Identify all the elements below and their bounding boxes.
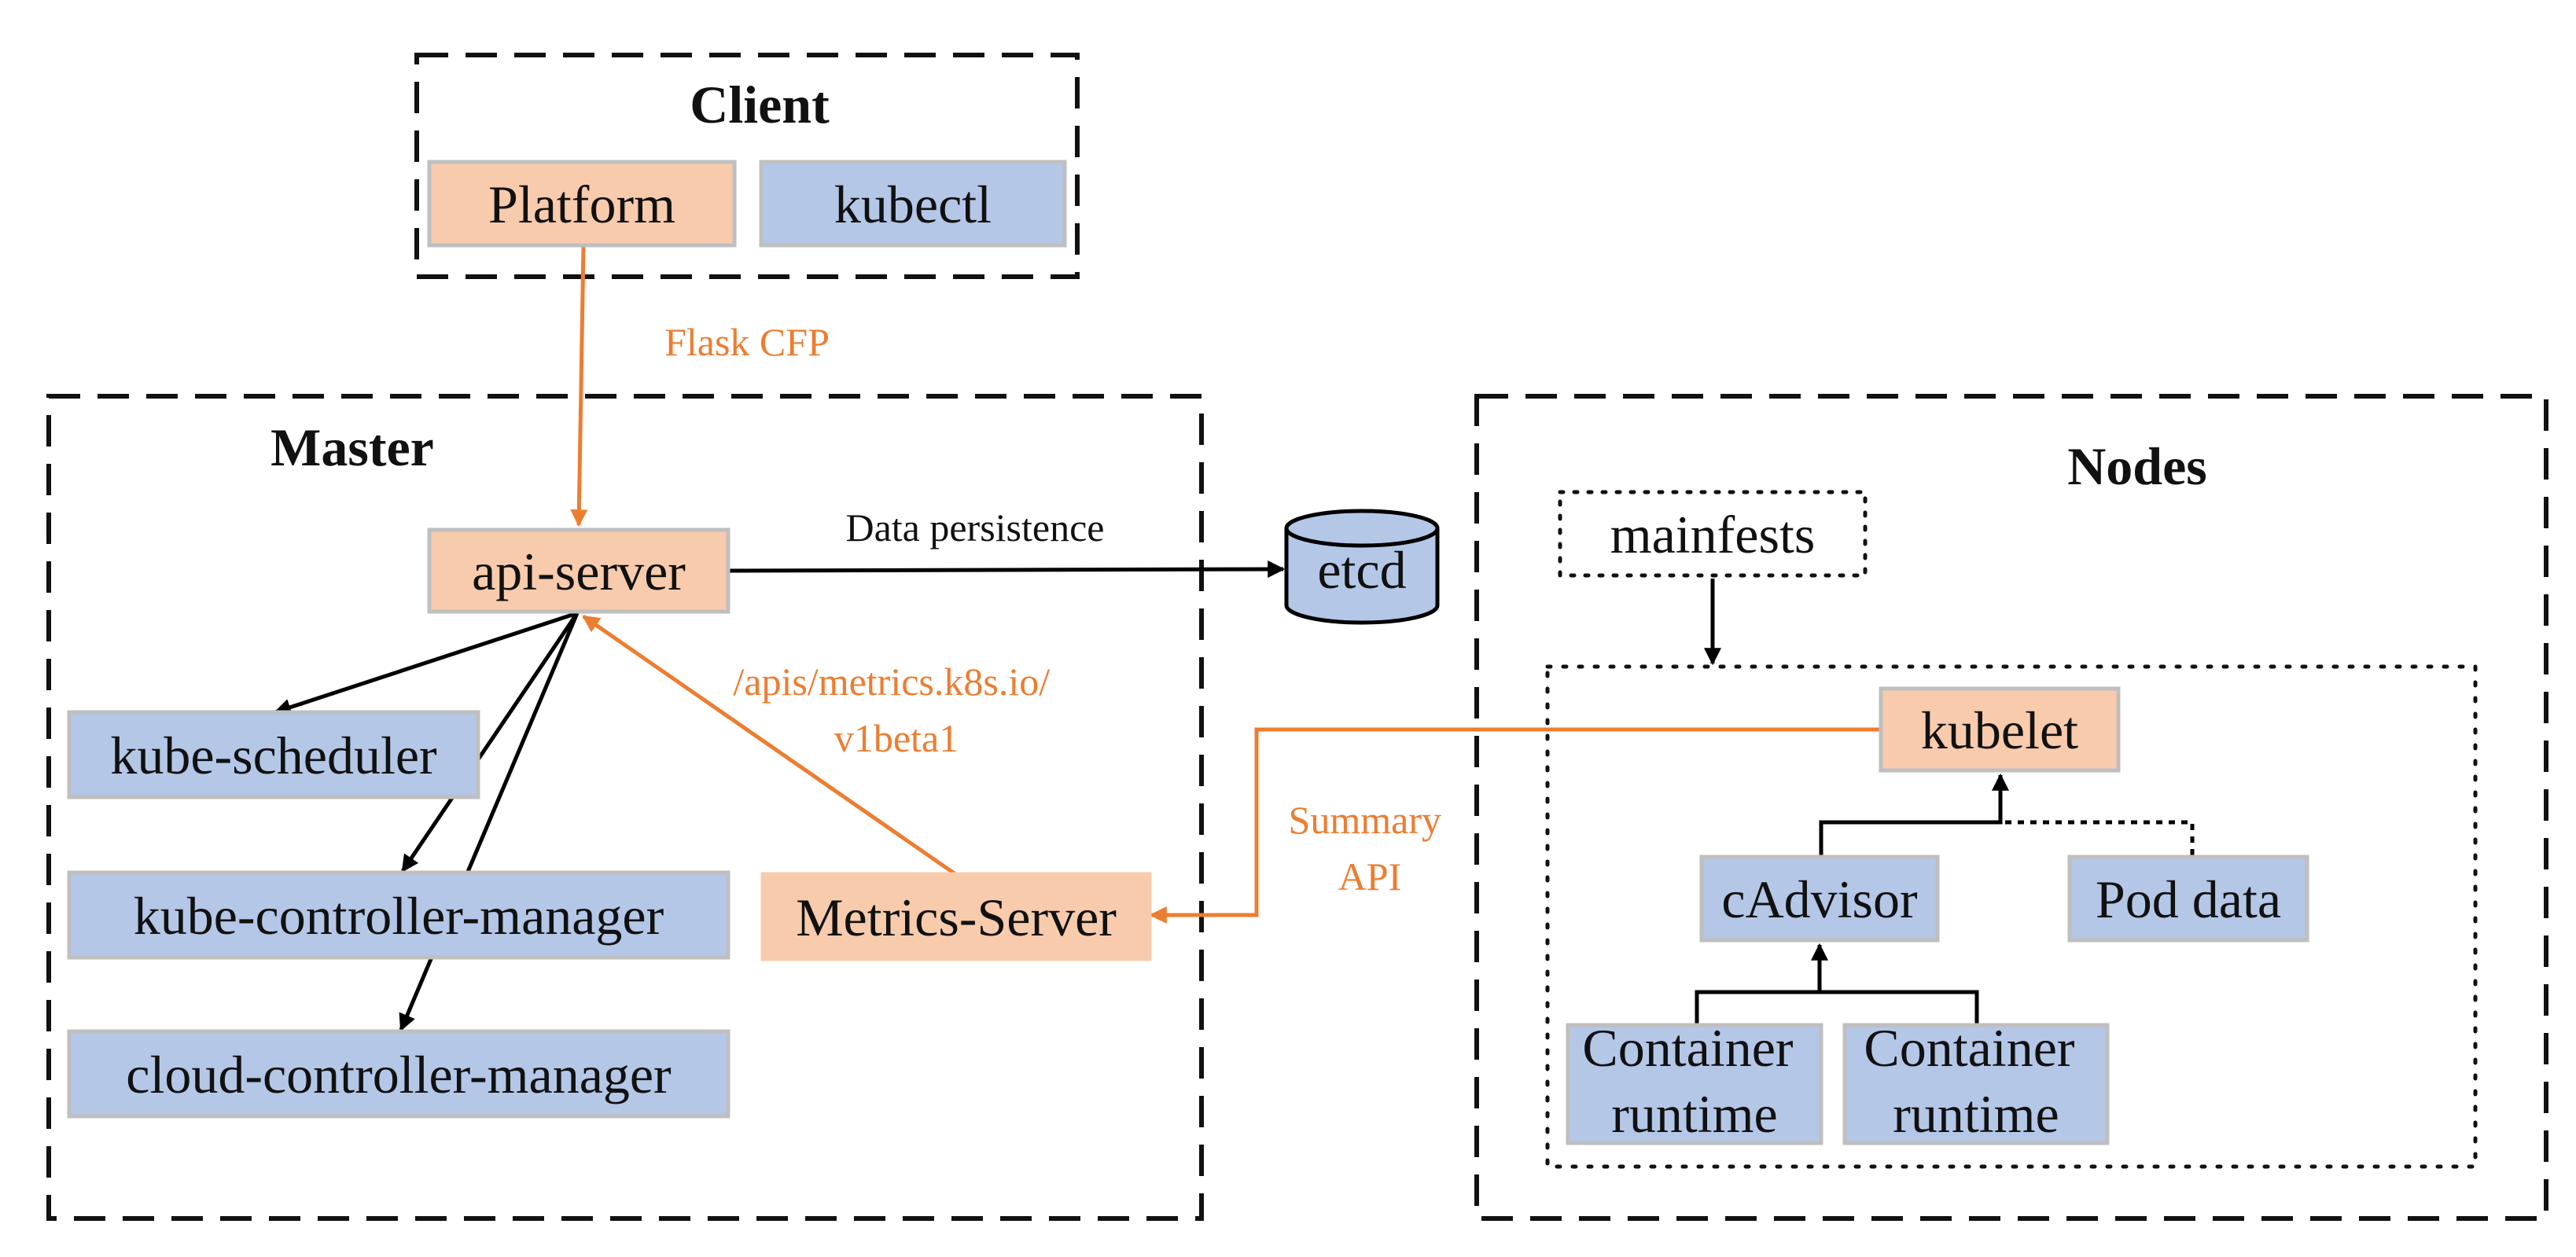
kube-scheduler-label: kube-scheduler <box>110 726 437 785</box>
summary-api-edge <box>1149 727 1881 924</box>
pod-data-box: Pod data <box>2067 855 2309 943</box>
kubectl-box: kubectl <box>759 160 1067 248</box>
summary-api-label-line1: Summary <box>1289 798 1441 842</box>
flask-cfp-edge <box>570 246 588 527</box>
container-runtime-1-label: Container runtime <box>1582 1018 1806 1144</box>
container-runtime-box-1: Container runtime <box>1566 1018 1823 1145</box>
metrics-server-label: Metrics-Server <box>796 888 1117 947</box>
flask-cfp-label: Flask CFP <box>664 320 830 364</box>
nodes-title: Nodes <box>2067 436 2207 496</box>
platform-box: Platform <box>427 160 737 248</box>
cadvisor-box: cAdvisor <box>1699 855 1940 943</box>
api-to-cloud-controller-edge <box>399 612 580 1032</box>
metrics-api-label: /apis/metrics.k8s.io/ v1beta1 <box>733 660 1059 760</box>
etcd-database: etcd <box>1284 509 1440 625</box>
container-runtime-2-line2: runtime <box>1893 1084 2059 1144</box>
container-runtime-2-line1: Container <box>1864 1018 2075 1078</box>
cadvisor-label: cAdvisor <box>1721 869 1918 929</box>
cloud-controller-manager-box: cloud-controller-manager <box>67 1029 730 1119</box>
metrics-api-label-line2: v1beta1 <box>834 716 959 760</box>
master-title: Master <box>270 417 434 477</box>
kubectl-label: kubectl <box>834 175 992 234</box>
node-inner-group <box>1545 664 2478 1169</box>
master-group <box>46 394 1204 1221</box>
container-runtime-2-label: Container runtime <box>1864 1018 2088 1144</box>
summary-api-label-line2: API <box>1338 855 1402 899</box>
cloud-controller-manager-label: cloud-controller-manager <box>126 1045 672 1104</box>
kube-controller-manager-box: kube-controller-manager <box>67 870 730 960</box>
pod-data-label: Pod data <box>2096 869 2281 929</box>
nodes-group <box>1474 394 2548 1221</box>
metrics-api-edge <box>582 614 959 878</box>
container-runtime-1-line1: Container <box>1582 1018 1794 1078</box>
api-to-scheduler-edge <box>273 611 578 716</box>
etcd-label: etcd <box>1317 540 1406 600</box>
metrics-api-label-line1: /apis/metrics.k8s.io/ <box>733 660 1050 704</box>
data-persistence-label: Data persistence <box>845 505 1104 549</box>
client-title: Client <box>690 75 830 134</box>
container-runtime-1-line2: runtime <box>1611 1084 1778 1144</box>
metrics-server-box: Metrics-Server <box>760 872 1152 961</box>
container-runtime-box-2: Container runtime <box>1842 1018 2110 1145</box>
kubelet-label: kubelet <box>1921 700 2078 760</box>
runtimes-to-cadvisor-edge <box>1695 990 1979 1024</box>
api-server-label: api-server <box>472 542 686 601</box>
summary-api-label: Summary API <box>1289 798 1452 899</box>
api-to-controller-edge <box>400 612 580 873</box>
platform-label: Platform <box>488 175 675 234</box>
cadvisor-to-kubelet-edge <box>1819 773 2009 855</box>
kubelet-box: kubelet <box>1879 686 2121 773</box>
poddata-to-kubelet-edge <box>2000 820 2195 855</box>
kube-scheduler-box: kube-scheduler <box>67 710 480 799</box>
mainfests-box: mainfests <box>1558 490 1868 578</box>
data-persistence-edge <box>727 561 1286 579</box>
kube-controller-manager-label: kube-controller-manager <box>134 886 664 946</box>
api-server-box: api-server <box>427 527 730 614</box>
mainfests-label: mainfests <box>1610 505 1816 564</box>
